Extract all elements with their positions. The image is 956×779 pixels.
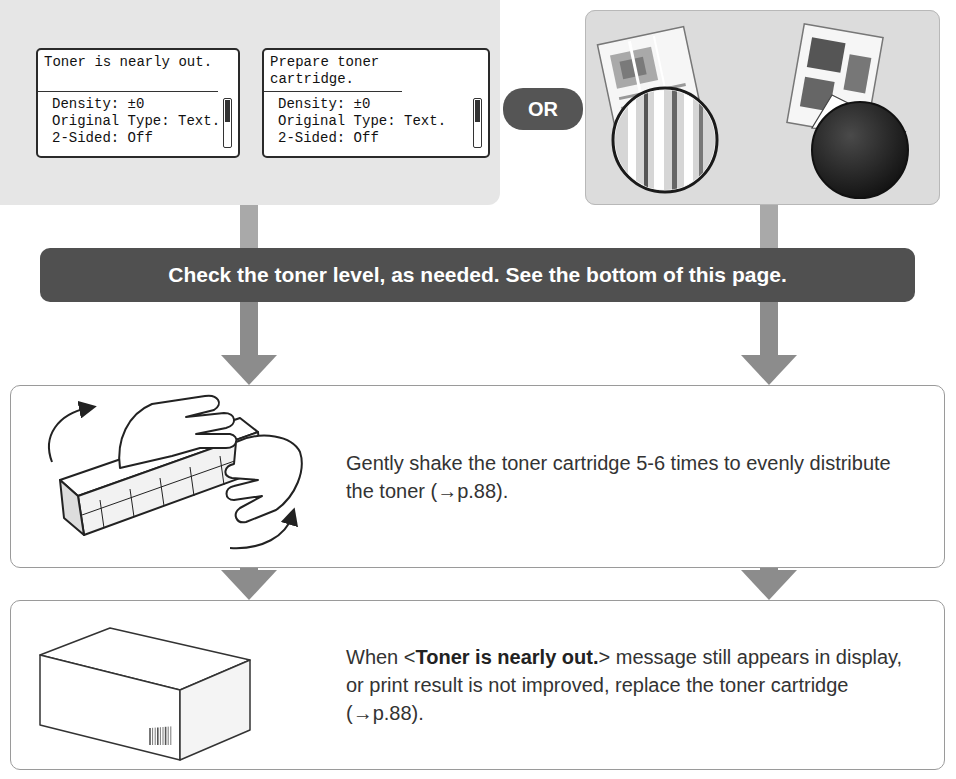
barcode-stripe: [152, 728, 153, 745]
barcode-stripe: [163, 727, 164, 745]
screen-setting: Density: ±0: [38, 96, 238, 113]
print-sample-panel: [585, 10, 940, 205]
or-pill: OR: [503, 88, 583, 130]
connector-bar: [240, 205, 258, 248]
screen-setting: Original Type: Text.: [38, 113, 238, 130]
screen-setting: 2-Sided: Off: [38, 130, 238, 147]
scroll-bar: [223, 98, 232, 148]
barcode-stripe: [170, 726, 171, 745]
screen-message: Toner is nearly out.: [38, 54, 218, 92]
step-text: When <Toner is nearly out.> message stil…: [346, 643, 924, 727]
magnifier-circle: [812, 102, 908, 198]
text-column: When <Toner is nearly out.> message stil…: [346, 643, 924, 727]
barcode-stripe: [157, 727, 159, 745]
scroll-thumb: [225, 100, 230, 122]
screen-setting: 2-Sided: Off: [264, 130, 488, 147]
barcode-stripe: [155, 728, 156, 745]
barcode: [150, 726, 171, 745]
instruction-band: Check the toner level, as needed. See th…: [40, 248, 915, 302]
flow-arrow: [760, 568, 778, 590]
step-box: When <Toner is nearly out.> message stil…: [10, 600, 945, 770]
screen-message: Prepare toner cartridge.: [264, 54, 402, 92]
flow-arrow: [240, 302, 258, 375]
screen-setting: Density: ±0: [264, 96, 488, 113]
lcd-screen: Prepare toner cartridge. Density: ±0Origi…: [262, 48, 490, 158]
text-column: Gently shake the toner cartridge 5-6 tim…: [346, 449, 924, 505]
motion-arrow: [230, 516, 292, 548]
cartridge-box: [40, 628, 250, 760]
streak-pattern: [615, 88, 715, 192]
step-box: Gently shake the toner cartridge 5-6 tim…: [10, 385, 945, 568]
screen-panel: Toner is nearly out.Density: ±0Original …: [0, 0, 500, 205]
step-text: Gently shake the toner cartridge 5-6 tim…: [346, 449, 924, 505]
barcode-stripe: [160, 727, 161, 745]
band-text: Check the toner level, as needed. See th…: [168, 263, 786, 287]
flow-arrow: [760, 302, 778, 375]
flow-arrow: [240, 568, 258, 590]
barcode-stripe: [165, 727, 167, 745]
lcd-screen: Toner is nearly out. Density: ±0Original …: [36, 48, 240, 158]
scroll-thumb: [475, 100, 480, 122]
scroll-bar: [473, 98, 482, 148]
barcode-stripe: [168, 727, 169, 745]
connector-bar: [760, 205, 778, 248]
screen-setting: Original Type: Text.: [264, 113, 488, 130]
magnifier-circle: [613, 88, 717, 192]
motion-arrow: [49, 408, 88, 462]
panel-ground: [585, 10, 940, 205]
barcode-stripe: [149, 728, 151, 745]
hand: [119, 396, 301, 523]
or-label: OR: [528, 98, 558, 121]
